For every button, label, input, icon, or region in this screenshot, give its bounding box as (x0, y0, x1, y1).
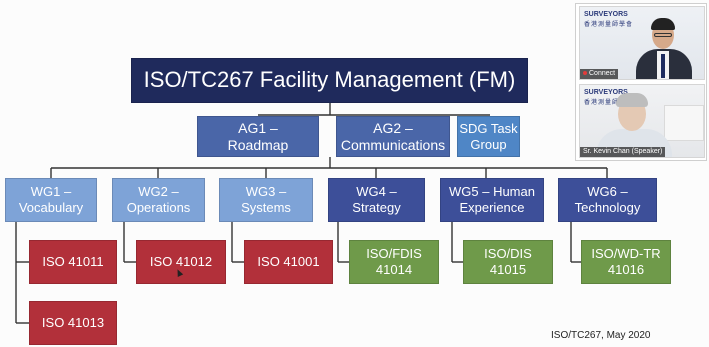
iso-41001-box: ISO 41001 (244, 240, 333, 284)
iso-wd-tr-41016-box: ISO/WD-TR 41016 (581, 240, 671, 284)
surveyors-logo-subtitle: 香港測量師學會 (584, 22, 634, 28)
wg2-operations-box: WG2 – Operations (112, 178, 205, 222)
wg1-vocabulary-box: WG1 – Vocabulary (5, 178, 97, 222)
participant-glasses (654, 33, 672, 37)
slide-footer: ISO/TC267, May 2020 (551, 330, 651, 341)
sdg-task-group-box: SDG Task Group (457, 116, 520, 157)
participant-name-text: Sr. Kevin Chan (Speaker) (583, 148, 663, 155)
wg5-human-experience-box: WG5 – Human Experience (440, 178, 544, 222)
surveyors-logo: SURVEYORS (584, 11, 628, 18)
participant-name-label: Sr. Kevin Chan (Speaker) (580, 147, 666, 157)
iso-dis-41015-box: ISO/DIS 41015 (463, 240, 553, 284)
wg6-technology-box: WG6 – Technology (558, 178, 657, 222)
participant-name-label: Connect (580, 69, 619, 79)
video-tile-participant-2[interactable]: SURVEYORS 香港測量師學會 Sr. Kevin Chan (Speake… (579, 84, 705, 158)
background-whiteboard (664, 105, 704, 141)
title-box: ISO/TC267 Facility Management (FM) (131, 58, 528, 103)
iso-41012-box: ISO 41012 (136, 240, 226, 284)
ag1-roadmap-box: AG1 – Roadmap (197, 116, 319, 157)
video-gallery-panel[interactable]: SURVEYORS 香港測量師學會 Connect SURVEYORS 香港測量… (575, 3, 707, 161)
iso-fdis-41014-box: ISO/FDIS 41014 (349, 240, 439, 284)
surveyors-logo-subtitle: 香港測量師學會 (584, 100, 634, 106)
video-tile-participant-1[interactable]: SURVEYORS 香港測量師學會 Connect (579, 6, 705, 80)
iso-41013-box: ISO 41013 (29, 301, 117, 345)
participant-hair (616, 93, 648, 107)
mic-indicator-icon (583, 71, 587, 76)
participant-hair (651, 18, 675, 30)
surveyors-logo: SURVEYORS (584, 89, 628, 96)
wg3-systems-box: WG3 – Systems (219, 178, 313, 222)
wg4-strategy-box: WG4 – Strategy (328, 178, 425, 222)
participant-name-text: Connect (589, 70, 616, 77)
iso-41011-box: ISO 41011 (29, 240, 117, 284)
ag2-communications-box: AG2 – Communications (336, 116, 450, 157)
participant-tie (661, 54, 665, 78)
